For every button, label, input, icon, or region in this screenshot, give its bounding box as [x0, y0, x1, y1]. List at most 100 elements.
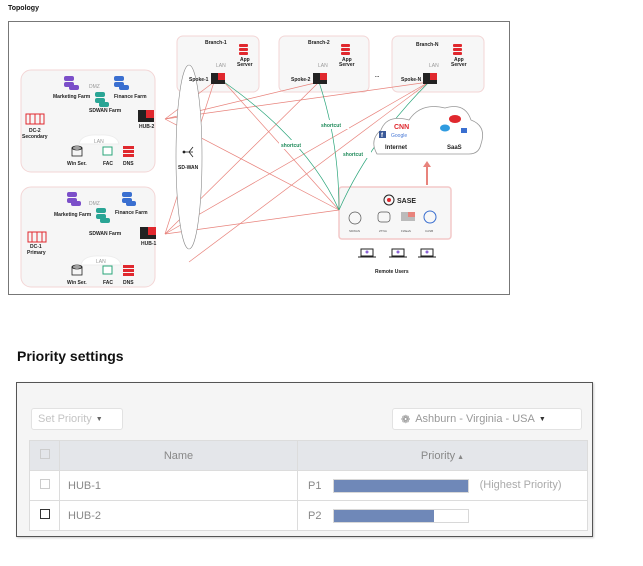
svg-text:DC-2: DC-2: [29, 128, 41, 134]
dc1-contents: DMZ Marketing Farm Finance Farm SDWAN Fa…: [27, 192, 156, 286]
svg-text:SDWAN Farm: SDWAN Farm: [89, 231, 122, 237]
column-priority[interactable]: Priority▲: [297, 440, 588, 471]
priority-bar-fill: [333, 509, 435, 522]
select-all-cell: [29, 440, 60, 471]
sdwan-icon: [182, 146, 194, 158]
row-priority: P2: [297, 500, 588, 531]
svg-text:LAN: LAN: [429, 63, 439, 69]
database-icon: [64, 76, 79, 90]
svg-text:Branch-N: Branch-N: [416, 42, 439, 48]
svg-text:DC-1: DC-1: [30, 244, 42, 250]
branch-ellipsis: ...: [375, 73, 380, 79]
dns-icon: [123, 146, 134, 157]
database-icon: [95, 92, 109, 107]
svg-text:Branch-2: Branch-2: [308, 40, 330, 46]
svg-text:DNS: DNS: [123, 161, 134, 167]
salesforce-icon: [440, 124, 450, 132]
svg-text:LAN: LAN: [94, 139, 104, 145]
casb-icon: [423, 210, 437, 224]
svg-text:App: App: [454, 57, 464, 63]
priority-bar[interactable]: [332, 508, 469, 523]
row-priority: P1 (Highest Priority): [297, 470, 588, 501]
fortigate-icon: [138, 110, 154, 122]
fortigate-icon: [140, 227, 156, 239]
table-header: Name Priority▲: [29, 440, 588, 471]
svg-text:Finance Farm: Finance Farm: [115, 210, 148, 216]
priority-value: P2: [308, 509, 322, 522]
svg-text:Finance Farm: Finance Farm: [114, 94, 147, 100]
svg-text:Spoke-1: Spoke-1: [189, 77, 209, 83]
shortcut-label-1: shortcut: [281, 143, 301, 149]
app-server-icon: [239, 44, 248, 55]
branch1-panel: [176, 35, 260, 93]
table-row: HUB-2 P2: [29, 500, 588, 531]
svg-text:Primary: Primary: [27, 250, 46, 256]
location-dropdown[interactable]: ❁ Ashburn - Virginia - USA ▼: [392, 408, 582, 430]
datacenter-icon: [25, 113, 45, 125]
dc2-panel: [20, 69, 156, 173]
shortcut-label-2: shortcut: [321, 123, 341, 129]
priority-value: P1: [308, 479, 322, 492]
sdwan-sase-icon: [348, 211, 362, 225]
laptop-icon: [358, 248, 376, 258]
set-priority-label: Set Priority: [38, 413, 92, 425]
svg-text:DMZ: DMZ: [89, 84, 100, 90]
svg-text:SDWAN Farm: SDWAN Farm: [89, 108, 122, 114]
row-name: HUB-1: [59, 470, 298, 501]
location-icon: ❁: [401, 413, 411, 426]
svg-text:Secondary: Secondary: [22, 134, 48, 140]
select-all-checkbox[interactable]: [39, 449, 50, 459]
topology-svg: SD-WAN shortcut shortcut shortcut DMZ Ma…: [20, 35, 485, 288]
svg-text:SDWAN: SDWAN: [349, 229, 360, 233]
app-server-icon: [341, 44, 350, 55]
svg-text:HUB-1: HUB-1: [141, 241, 156, 247]
topology-label: Topology: [8, 5, 39, 12]
priority-table: Name Priority▲ HUB-1 P1 (Highest Priorit…: [29, 440, 588, 531]
fortigate-icon: [313, 73, 327, 84]
svg-text:FAC: FAC: [103, 280, 113, 286]
laptop-icon: [389, 248, 407, 258]
priority-note: (Highest Priority): [479, 479, 562, 492]
priority-settings-title: Priority settings: [17, 348, 124, 364]
topology-diagram: SD-WAN shortcut shortcut shortcut DMZ Ma…: [8, 21, 510, 295]
set-priority-dropdown[interactable]: Set Priority ▼: [31, 408, 123, 430]
priority-bar[interactable]: [332, 478, 469, 493]
ztna-icon: [377, 211, 391, 223]
row-checkbox[interactable]: [39, 479, 50, 489]
database-icon: [67, 192, 81, 206]
sdwan-ellipse: [175, 64, 203, 250]
svg-text:FWaaS: FWaaS: [401, 229, 411, 233]
app-server-icon: [453, 44, 462, 55]
svg-text:Branch-1: Branch-1: [205, 40, 227, 46]
database-icon: [122, 192, 136, 206]
svg-text:DMZ: DMZ: [89, 201, 100, 207]
sdwan-label: SD-WAN: [178, 165, 199, 171]
svg-text:Spoke-N: Spoke-N: [401, 77, 422, 83]
priority-settings-card: Set Priority ▼ ❁ Ashburn - Virginia - US…: [16, 382, 593, 537]
datacenter-icon: [27, 231, 47, 243]
location-label: Ashburn - Virginia - USA: [415, 413, 535, 425]
row-checkbox[interactable]: [39, 509, 50, 519]
svg-text:App: App: [342, 57, 352, 63]
column-name[interactable]: Name: [59, 440, 298, 471]
svg-text:SaaS: SaaS: [447, 145, 462, 151]
database-icon: [114, 76, 129, 90]
cloud-red-icon: [449, 115, 461, 123]
branch-1: Branch-1 App Server LAN Spoke-1: [189, 40, 253, 84]
branch-n: Branch-N App Server LAN Spoke-N: [401, 42, 467, 84]
svg-text:SASE: SASE: [397, 198, 416, 205]
sort-asc-icon: ▲: [457, 453, 465, 461]
svg-text:DNS: DNS: [123, 280, 134, 286]
google-logo: Google: [391, 133, 407, 139]
fortigate-icon: [211, 73, 225, 84]
svg-text:LAN: LAN: [318, 63, 328, 69]
svg-text:HUB-2: HUB-2: [139, 124, 154, 130]
svg-text:CASB: CASB: [425, 229, 433, 233]
fac-icon: [102, 146, 113, 156]
priority-bar-fill: [333, 479, 468, 492]
svg-text:Server: Server: [339, 62, 355, 68]
server-icon: [71, 264, 83, 276]
svg-text:Internet: Internet: [385, 145, 407, 151]
svg-text:Server: Server: [237, 62, 253, 68]
dc2-contents: DMZ Marketing Farm Finance Farm SDWAN Fa…: [22, 76, 154, 167]
